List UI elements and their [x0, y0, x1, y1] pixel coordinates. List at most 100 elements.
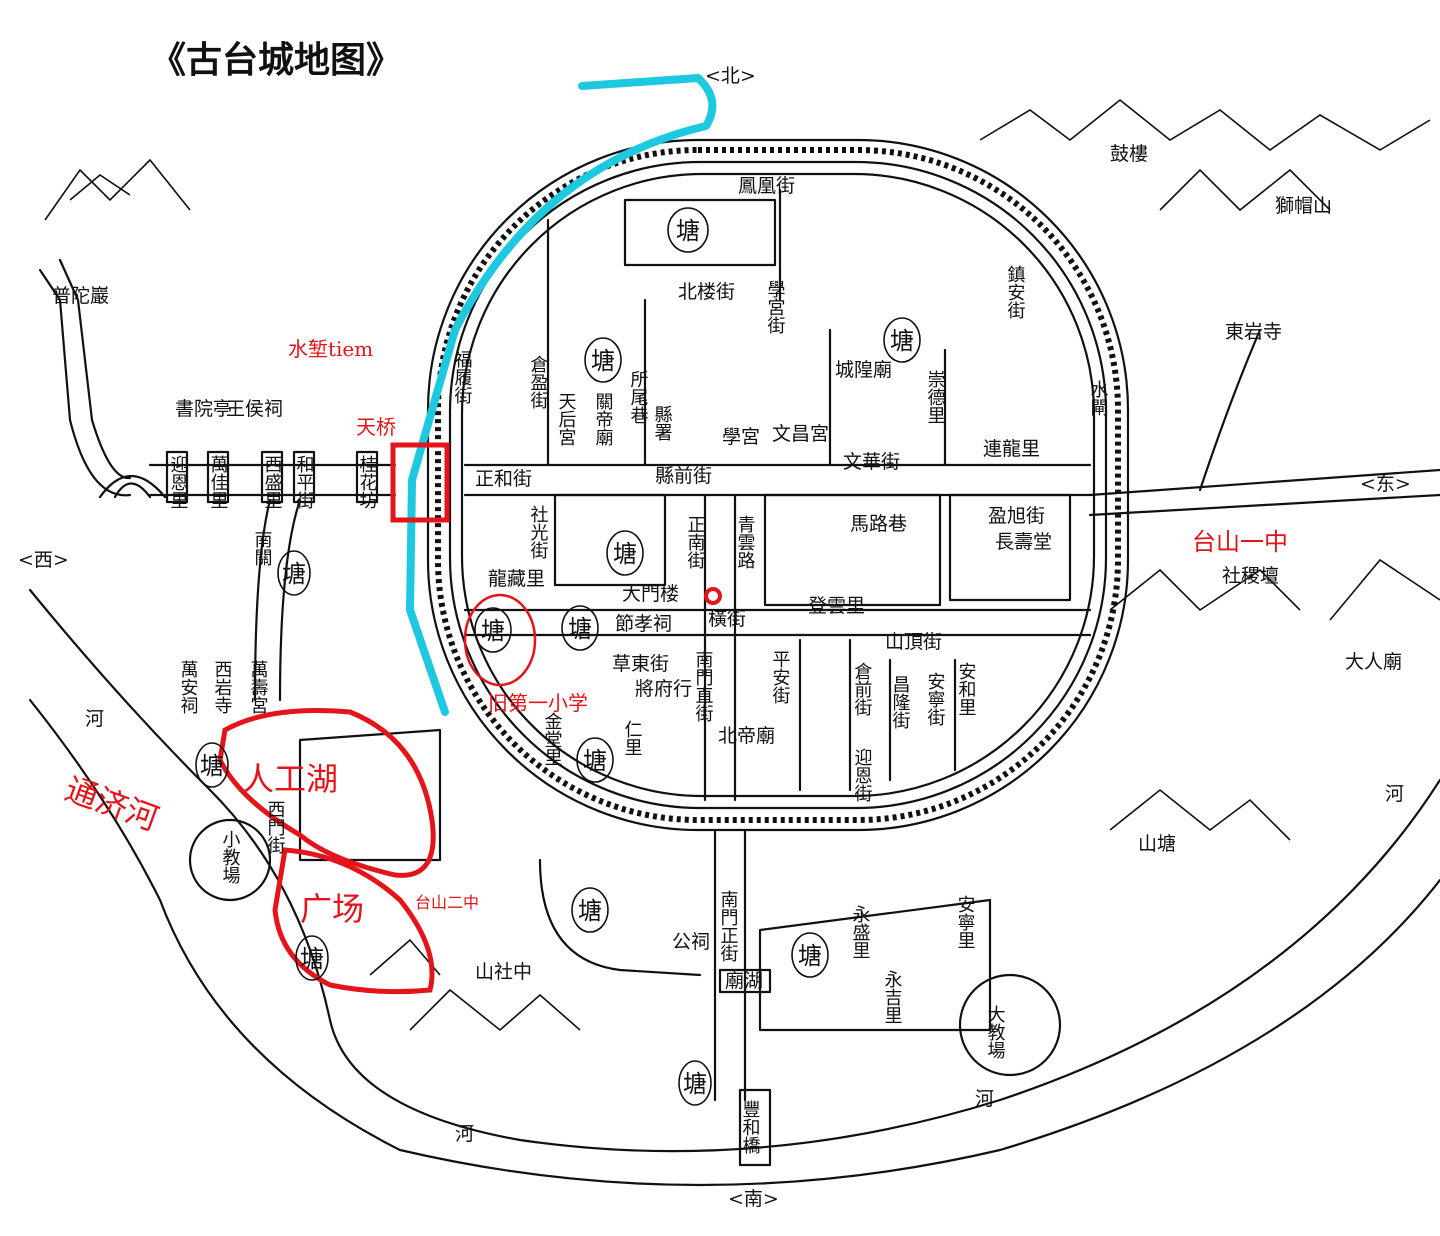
map-label: 永吉里 — [882, 970, 903, 1024]
map-label: 社光街 — [528, 505, 549, 559]
map-label: 塘 — [591, 347, 615, 375]
map-label: 西門街 — [265, 800, 286, 854]
map-label: 永盛里 — [850, 905, 871, 959]
map-label: 迎恩街 — [852, 748, 873, 802]
map-label: 安寧里 — [955, 895, 976, 949]
map-label: 廟湖 — [725, 970, 763, 992]
map-label: 關帝廟 — [593, 392, 614, 447]
map-label: 鎮安街 — [1005, 265, 1026, 319]
map-label: 昌隆街 — [890, 675, 911, 729]
map-label: 馬路巷 — [850, 513, 907, 535]
map-label: 橫街 — [708, 608, 746, 630]
vertical-labels: 福履街 倉盈街 天后宮 關帝廟 所尾巷 縣署 學宮街 崇德里 鎮安街 水閘 青雲… — [168, 265, 1109, 1155]
moat-annotation: 水堑tiem — [288, 337, 373, 361]
map-label: 小教場 — [220, 830, 241, 885]
map-label: 萬安祠 — [178, 660, 199, 714]
map-label: 文華街 — [843, 451, 900, 473]
map-label: 仁里 — [622, 720, 643, 756]
pond: 塘 — [606, 530, 644, 576]
map-label: 學宮街 — [765, 280, 786, 334]
pond: 塘 — [576, 737, 614, 783]
pond: 塘 — [667, 207, 709, 253]
map-label: 學宮 — [722, 426, 760, 448]
pond: 塘 — [277, 550, 311, 596]
street-labels: 鳳凰街 北楼街 城隍廟 連龍里 文華街 縣前街 正和街 馬路巷 盈旭街 長壽堂 … — [52, 143, 1402, 992]
map-label: 河 — [455, 1123, 474, 1145]
map-label: 水閘 — [1088, 380, 1109, 416]
map-label: 平安街 — [770, 650, 791, 704]
map-label: 萬壽宮 — [248, 660, 269, 714]
map-label: 長壽堂 — [995, 531, 1052, 553]
map-label: 盈旭街 — [988, 505, 1045, 527]
square-annotation: 广场 — [300, 890, 364, 928]
pond: 塘 — [584, 337, 622, 383]
map-label: 塘 — [583, 747, 607, 775]
map-label: 河 — [85, 708, 104, 730]
bridge-annotation: 天桥 — [356, 415, 396, 439]
map-label: 福履街 — [452, 350, 473, 404]
map-label: 山社中 — [475, 961, 532, 983]
map-label: 塘 — [613, 540, 637, 568]
map-label: 塘 — [481, 617, 505, 645]
pond: 塘 — [791, 932, 829, 978]
map-label: 南關 — [252, 530, 273, 566]
map-label: 縣前街 — [655, 465, 712, 487]
pond: 塘 — [678, 1060, 712, 1106]
map-label: 和平街 — [294, 455, 315, 509]
map-label: 登雲里 — [808, 595, 865, 617]
map-label: 山塘 — [1138, 833, 1176, 855]
map-label: 塘 — [568, 615, 592, 643]
map-label: 普陀巖 — [52, 285, 109, 307]
red-annotations — [217, 442, 722, 995]
east-marker: <东> — [1360, 473, 1411, 495]
old-school-annotation: 旧第一小学 — [488, 691, 588, 715]
moat-line — [406, 74, 717, 716]
map-label: 南門正街 — [718, 890, 739, 962]
map-label: 公祠 — [672, 931, 710, 953]
map-label: 山頂街 — [885, 631, 942, 653]
school2-annotation: 台山二中 — [415, 893, 479, 912]
school1-annotation: 台山一中 — [1192, 528, 1288, 556]
map-label: 南門直街 — [693, 650, 714, 722]
lake-annotation: 人工湖 — [242, 760, 338, 798]
pond: 塘 — [883, 317, 921, 363]
pond: 塘 — [195, 742, 229, 788]
map-label: 塘 — [300, 945, 324, 973]
map-label: 西岩寺 — [212, 660, 233, 714]
river-annotation: 通济河 — [60, 770, 163, 839]
map-label: 塘 — [798, 942, 822, 970]
map-label: 獅帽山 — [1275, 195, 1332, 217]
north-marker: <北> — [705, 65, 756, 87]
map-label: 王侯祠 — [226, 398, 283, 420]
river-lines — [28, 258, 1440, 1187]
map-label: 倉前街 — [852, 662, 873, 716]
map-label: 塘 — [200, 752, 224, 780]
map-title: 《古台城地图》 — [150, 39, 402, 81]
map-label: 河 — [975, 1088, 994, 1110]
map-label: 崇德里 — [925, 370, 946, 424]
map-label: 城隍廟 — [835, 359, 892, 381]
map-label: 草東街 — [612, 653, 669, 675]
map-label: 大人廟 — [1345, 651, 1402, 673]
map-label: 倉盈街 — [528, 355, 549, 409]
city-wall — [426, 138, 1130, 832]
pond: 塘 — [474, 607, 512, 653]
map-label: 龍藏里 — [488, 568, 545, 590]
map-label: 文昌宮 — [772, 423, 829, 445]
map-label: 塘 — [676, 217, 700, 245]
map-label: 將府行 — [635, 678, 692, 700]
map-label: 塘 — [890, 327, 914, 355]
pond: 塘 — [571, 887, 609, 933]
map-label: 塘 — [578, 897, 602, 925]
map-label: 社稷壇 — [1222, 565, 1279, 587]
map-label: 安和里 — [956, 662, 977, 716]
map-label: 河 — [1385, 783, 1404, 805]
map-label: 書院亭 — [175, 398, 232, 420]
south-area — [188, 728, 1062, 1167]
map-label: 大門楼 — [622, 583, 679, 605]
map-label: 所尾巷 — [628, 370, 649, 424]
pond: 塘 — [561, 605, 599, 651]
map-label: 大教場 — [985, 1005, 1006, 1060]
west-road — [98, 450, 397, 702]
map-label: 塘 — [282, 560, 306, 588]
